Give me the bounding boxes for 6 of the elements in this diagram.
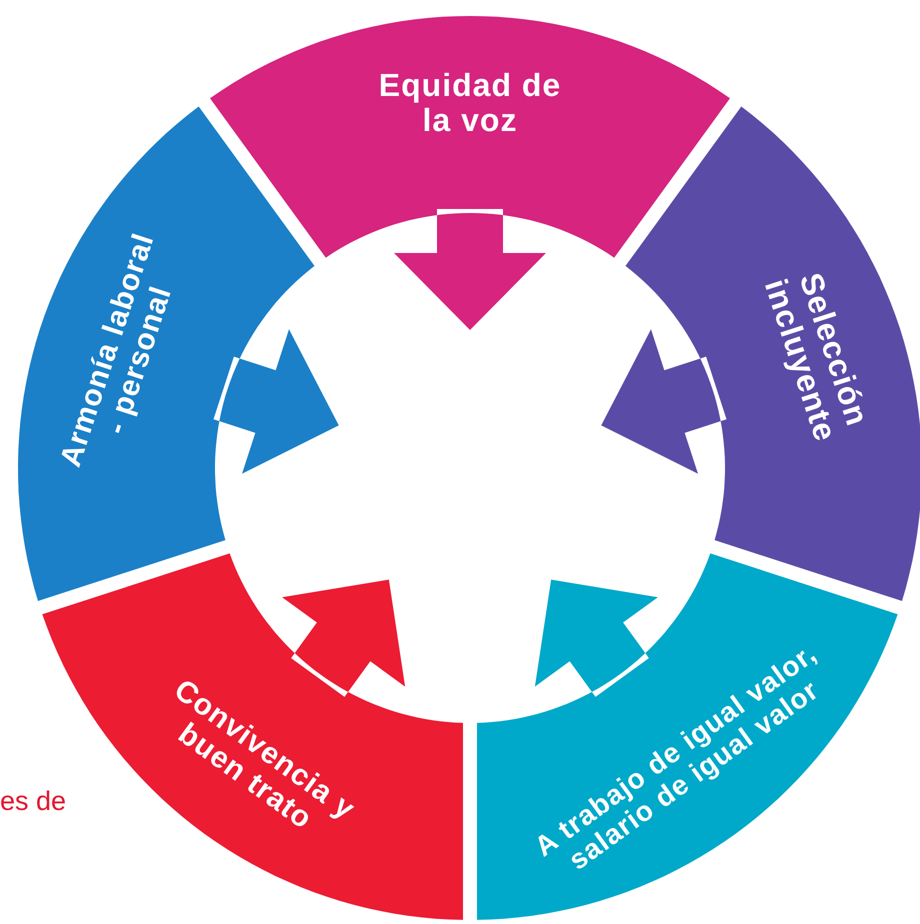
ring-segment: [476, 553, 898, 920]
ring-segment: [210, 16, 730, 330]
ring-segment: [18, 106, 339, 602]
ring-segment: [601, 106, 920, 602]
segment-label: Equidad de la voz: [378, 68, 562, 138]
text-fragment: es de: [0, 786, 66, 817]
